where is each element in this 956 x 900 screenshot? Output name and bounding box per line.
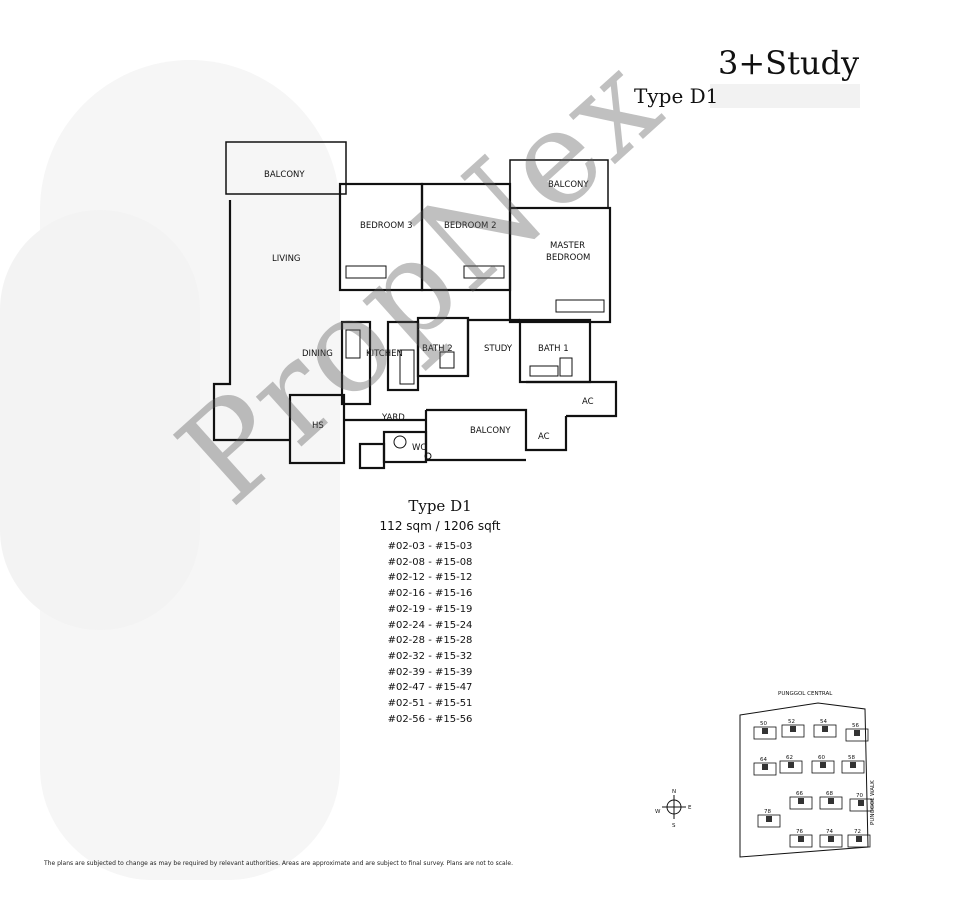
unit-range: #02-47 - #15-47 [387, 682, 473, 694]
room-label-wc: WC [412, 443, 426, 453]
room-label-balcony-left: BALCONY [264, 170, 305, 180]
site-block-label: 68 [826, 791, 833, 797]
room-label-bath2: BATH 2 [422, 344, 453, 354]
compass-n: N [672, 789, 676, 795]
site-block-label: 74 [826, 829, 833, 835]
unit-range: #02-24 - #15-24 [387, 619, 473, 631]
room-label-kitchen: KITCHEN [366, 349, 403, 359]
site-block [811, 760, 835, 774]
unit-range: #02-19 - #15-19 [387, 603, 473, 615]
site-block-label: 70 [856, 793, 863, 799]
site-block [781, 724, 805, 738]
room-label-ac-lower: AC [538, 432, 550, 442]
site-block [845, 728, 869, 742]
unit-range: #02-08 - #15-08 [387, 556, 473, 568]
site-block [789, 834, 813, 848]
unit-range: #02-56 - #15-56 [387, 713, 473, 725]
site-block-label: 60 [818, 755, 825, 761]
room-label-bedroom3: BEDROOM 3 [360, 221, 412, 231]
site-block [841, 760, 865, 774]
unit-range: #02-03 - #15-03 [387, 541, 473, 552]
site-block-marker [788, 762, 794, 768]
compass-e: E [688, 805, 692, 811]
room-label-master-line2: BEDROOM [546, 253, 590, 263]
site-block-marker [828, 836, 834, 842]
site-block-marker [850, 762, 856, 768]
disclaimer: The plans are subjected to change as may… [44, 860, 513, 867]
site-block-label: 54 [820, 719, 827, 725]
type-heading: Type D1 [634, 84, 719, 108]
site-block-marker [798, 798, 804, 804]
site-block-marker [820, 762, 826, 768]
background-faded-shape-2 [0, 210, 200, 630]
site-road-right: PUNGGOL WALK [870, 780, 876, 825]
site-block-label: 78 [764, 809, 771, 815]
layout-title: 3+Study [718, 44, 860, 82]
room-label-balcony-right: BALCONY [548, 180, 589, 190]
compass-s: S [672, 823, 676, 829]
room-label-balcony-bottom: BALCONY [470, 426, 511, 436]
unit-range: #02-39 - #15-39 [387, 666, 473, 678]
site-block-label: 52 [788, 719, 795, 725]
site-block-label: 58 [848, 755, 855, 761]
site-block-label: 72 [854, 829, 861, 835]
room-label-ac-upper: AC [582, 397, 594, 407]
faded-header-strip [710, 84, 860, 108]
site-block-label: 64 [760, 757, 767, 763]
site-block [849, 798, 873, 812]
unit-range: #02-28 - #15-28 [387, 635, 473, 647]
site-block-marker [854, 730, 860, 736]
site-block [753, 726, 777, 740]
site-block-label: 62 [786, 755, 793, 761]
compass-w: W [655, 809, 661, 815]
site-block-marker [858, 800, 864, 806]
site-block-marker [822, 726, 828, 732]
site-boundary [739, 702, 869, 858]
compass-icon [662, 795, 686, 819]
room-label-living: LIVING [272, 254, 301, 264]
site-block-marker [790, 726, 796, 732]
site-block-marker [762, 764, 768, 770]
site-block [819, 796, 843, 810]
site-block-marker [762, 728, 768, 734]
unit-type-title: Type D1 [408, 497, 472, 515]
room-label-bath1: BATH 1 [538, 344, 569, 354]
unit-range: #02-32 - #15-32 [387, 650, 473, 662]
site-block [813, 724, 837, 738]
site-block-label: 50 [760, 721, 767, 727]
site-block [757, 814, 781, 828]
room-label-bedroom2: BEDROOM 2 [444, 221, 496, 231]
room-label-dining: DINING [302, 349, 333, 359]
site-block [819, 834, 843, 848]
site-block-label: 66 [796, 791, 803, 797]
site-block [753, 762, 777, 776]
unit-range: #02-51 - #15-51 [387, 698, 473, 710]
room-label-yard: YARD [381, 413, 405, 423]
room-label-master-line1: MASTER [550, 241, 585, 251]
unit-info: Type D1 112 sqm / 1206 sqft [340, 497, 540, 533]
room-label-hs: HS [312, 421, 324, 431]
room-label-study: STUDY [484, 344, 513, 354]
site-block-label: 76 [796, 829, 803, 835]
site-block-marker [856, 836, 862, 842]
site-block-marker [828, 798, 834, 804]
site-blocks: 50 52 54 56 64 62 60 58 66 68 70 78 76 74 72 [753, 719, 873, 848]
unit-area: 112 sqm / 1206 sqft [379, 519, 501, 533]
site-block [779, 760, 803, 774]
site-block-marker [798, 836, 804, 842]
site-block-marker [766, 816, 772, 822]
unit-number-list: #02-03 - #15-03 #02-08 - #15-08 #02-12 -… [380, 539, 480, 727]
unit-range: #02-16 - #15-16 [387, 588, 473, 600]
site-block [789, 796, 813, 810]
unit-range: #02-12 - #15-12 [387, 572, 473, 584]
site-block [847, 834, 871, 848]
site-road-top: PUNGGOL CENTRAL [778, 691, 833, 697]
floor-plan: BALCONY BEDROOM 3 BEDROOM 2 BALCONY MAST… [212, 141, 618, 470]
site-block-label: 56 [852, 723, 859, 729]
